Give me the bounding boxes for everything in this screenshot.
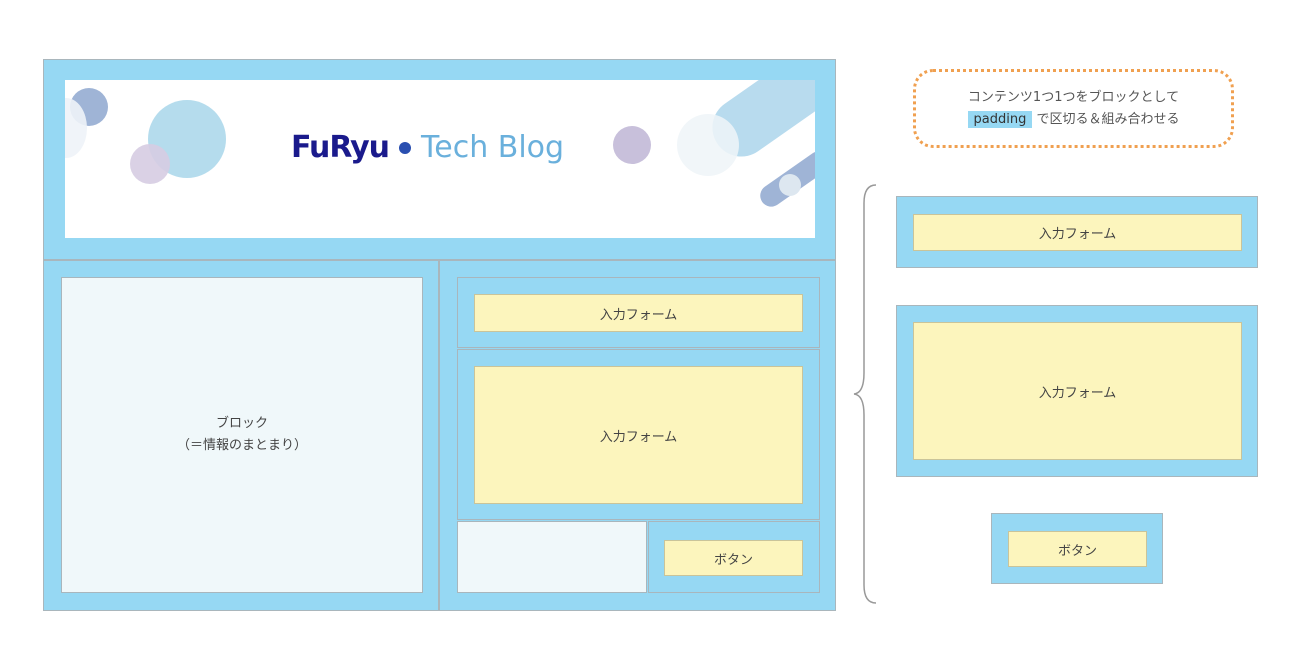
button[interactable]: ボタン [664,540,803,576]
input-form-1[interactable]: 入力フォーム [474,294,803,332]
component-button-inner[interactable]: ボタン [1008,531,1147,567]
padding-highlight: padding [967,110,1033,128]
note-line-2: padding で区切る＆組み合わせる [967,109,1180,131]
decor-circle [130,144,170,184]
input-form-large[interactable]: 入力フォーム [913,322,1242,460]
logo-brand: FuRyu [291,130,390,165]
decor-circle [677,114,739,176]
note-line-1: コンテンツ1つ1つをブロックとして [967,89,1180,105]
decor-circle [613,126,651,164]
decor-circle [65,98,87,158]
empty-block [457,521,647,593]
header-banner: FuRyu Tech Blog [65,80,815,238]
curly-brace-icon [853,184,877,604]
note-box: コンテンツ1つ1つをブロックとして padding で区切る＆組み合わせる [913,69,1234,148]
decor-circle [779,174,801,196]
note-line-2-text: で区切る＆組み合わせる [1036,111,1180,127]
logo-title: Tech Blog [421,130,565,165]
divider-vertical [438,260,440,610]
block-sublabel: （＝情報のまとまり） [176,438,307,453]
blog-logo: FuRyu Tech Blog [291,130,564,165]
info-block: ブロック （＝情報のまとまり） [61,277,423,593]
block-label: ブロック [215,416,268,431]
input-form-small[interactable]: 入力フォーム [913,214,1242,251]
input-form-2[interactable]: 入力フォーム [474,366,803,504]
logo-dot-icon [399,141,412,154]
